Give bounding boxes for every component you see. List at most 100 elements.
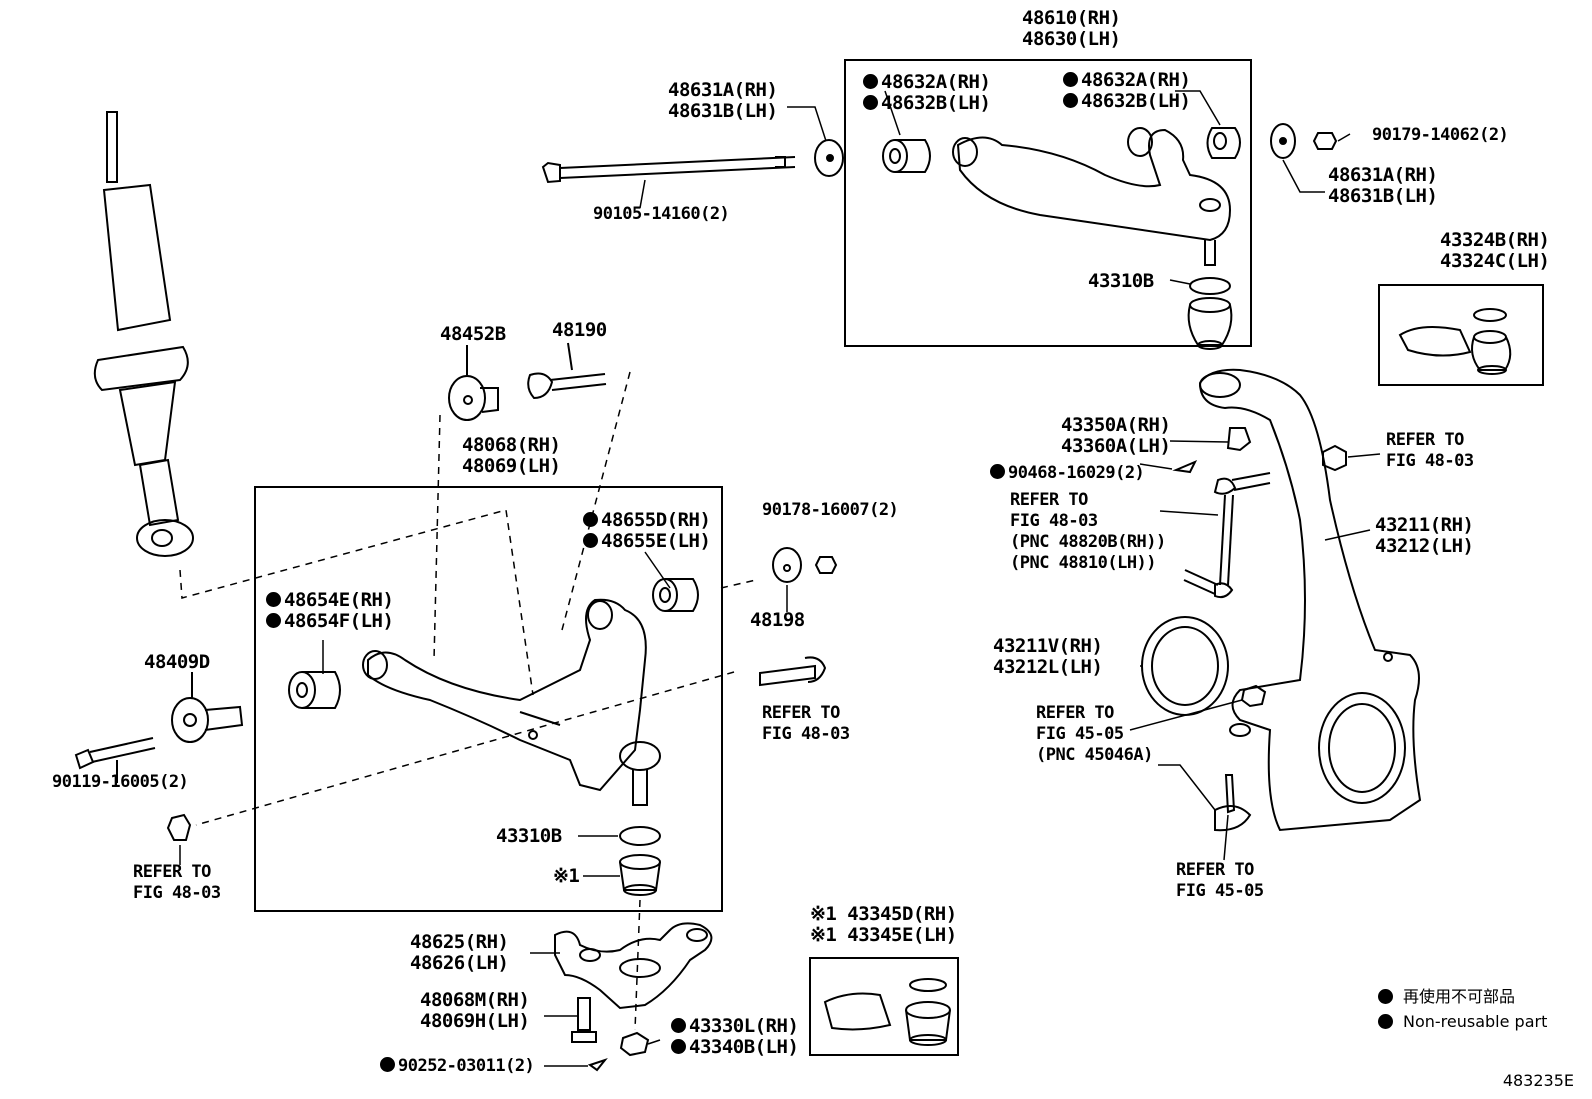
non-reusable-dot-icon: [1378, 1014, 1393, 1029]
label-cam-48452b: 48452B: [440, 323, 506, 345]
leader-lines-knuckle: [1129, 440, 1381, 861]
label-nut-90179: 90179-14062(2): [1372, 125, 1509, 145]
cam-washer-right: [1270, 123, 1296, 159]
upper-control-arm: [952, 127, 1232, 266]
label-refer-tie: REFER TO FIG 45-05: [1176, 860, 1264, 901]
non-reusable-dot-icon: [1063, 93, 1078, 108]
label-bush-48632-left: 48632A(RH) 48632B(LH): [863, 72, 991, 114]
label-bush-48632-right: 48632A(RH) 48632B(LH): [1063, 70, 1191, 112]
label-boot-kit-upper: 43324B(RH) 43324C(LH): [1440, 229, 1550, 272]
non-reusable-dot-icon: [1063, 72, 1078, 87]
bolt-90119: [74, 737, 156, 783]
snap-ring-upper: [1189, 277, 1231, 295]
upper-boot-kit-contents: [1398, 308, 1512, 375]
lower-bushing-left: [288, 671, 341, 709]
hub-nut: [1240, 684, 1267, 708]
label-cam-48409d: 48409D: [144, 651, 210, 673]
pin-90468: [1172, 460, 1198, 474]
upper-arm-group-box: [844, 59, 1252, 347]
non-reusable-dot-icon: [266, 613, 281, 628]
figure-code: 483235E: [1502, 1071, 1574, 1090]
oil-seal: [1141, 616, 1229, 716]
ball-joint-boot-upper: [1187, 297, 1233, 350]
castle-nut: [619, 1031, 650, 1057]
lower-arm-cap: [554, 922, 713, 1010]
dashed-assembly-lines: [179, 371, 757, 826]
cam-48409d: [171, 672, 244, 743]
bolt-48190: [466, 342, 607, 400]
label-upper-arm: 48610(RH) 48630(LH): [1022, 7, 1121, 50]
upper-boot-kit-box: [1378, 284, 1544, 386]
steering-knuckle: [1198, 368, 1422, 832]
label-ring-upper: 43310B: [1088, 270, 1154, 292]
label-cam-48631-top: 48631A(RH) 48631B(LH): [668, 79, 778, 122]
legend-row-jp: 再使用不可部品: [1378, 984, 1547, 1009]
lower-boot-kit-box: [809, 957, 959, 1056]
non-reusable-dot-icon: [671, 1018, 686, 1033]
non-reusable-dot-icon: [990, 464, 1005, 479]
shock-absorber: [93, 111, 194, 557]
lower-boot-kit-contents: [823, 978, 951, 1046]
label-boot-kit-lower: ※1 43345D(RH) ※1 43345E(LH): [810, 903, 957, 946]
label-seal: 43211V(RH) 43212L(LH): [993, 635, 1103, 678]
label-refer-mid: REFER TO FIG 48-03: [762, 703, 850, 744]
label-washer-48198: 48198: [750, 609, 805, 631]
non-reusable-dot-icon: [583, 512, 598, 527]
upper-bushing-right: [1206, 127, 1241, 159]
nut-90179: [1312, 132, 1338, 150]
upper-bushing-left: [882, 139, 931, 173]
label-bolt-48190: 48190: [552, 319, 607, 341]
label-pin-90468: 90468-16029(2): [990, 463, 1145, 484]
label-nut-43330l: 43330L(RH) 43340B(LH): [671, 1016, 799, 1058]
label-bolt-90119: 90119-16005(2): [52, 772, 189, 792]
non-reusable-dot-icon: [266, 592, 281, 607]
non-reusable-dot-icon: [583, 533, 598, 548]
dashed-cap-line: [634, 899, 641, 1031]
non-reusable-dot-icon: [863, 95, 878, 110]
non-reusable-dot-icon: [863, 74, 878, 89]
label-refer-stab: REFER TO FIG 48-03 (PNC 48820B(RH)) (PNC…: [1010, 490, 1166, 573]
cam-washer-upper-left: [814, 139, 844, 177]
legend-row-en: Non-reusable part: [1378, 1009, 1547, 1034]
cotter-pin: [587, 1057, 608, 1072]
stabilizer-link: [1183, 472, 1271, 599]
label-boot-marker: ※1: [553, 865, 580, 887]
label-refer-top-right: REFER TO FIG 48-03: [1386, 430, 1474, 471]
label-bolt-48068m: 48068M(RH) 48069H(LH): [420, 989, 530, 1032]
label-cap-48625: 48625(RH) 48626(LH): [410, 931, 509, 974]
non-reusable-dot-icon: [671, 1039, 686, 1054]
leader-lines-upper: [639, 90, 1351, 285]
leader-lines-lower: [322, 551, 788, 1067]
label-bush-48654: 48654E(RH) 48654F(LH): [266, 590, 394, 632]
washer-48198: [772, 547, 802, 583]
lower-control-arm: [362, 598, 647, 792]
label-cam-48631-right: 48631A(RH) 48631B(LH): [1328, 164, 1438, 207]
bolt-middle: [759, 656, 827, 687]
tie-rod-end: [1214, 774, 1252, 832]
label-stopper: 43350A(RH) 43360A(LH): [1061, 414, 1171, 457]
non-reusable-dot-icon: [380, 1057, 395, 1072]
label-bolt-90105: 90105-14160(2): [593, 204, 730, 224]
label-refer-left: REFER TO FIG 48-03: [133, 862, 221, 903]
long-bolt: [541, 156, 796, 184]
label-knuckle: 43211(RH) 43212(LH): [1375, 514, 1474, 557]
label-pin-90252: 90252-03011(2): [380, 1056, 535, 1077]
snap-ring-lower: [619, 826, 661, 846]
cam-48452b: [448, 375, 499, 421]
non-reusable-dot-icon: [1378, 989, 1393, 1004]
nut-90178: [814, 556, 838, 574]
dust-boot-lower: [619, 854, 661, 896]
label-ring-lower: 43310B: [496, 825, 562, 847]
label-refer-45: REFER TO FIG 45-05 (PNC 45046A): [1036, 703, 1153, 765]
label-lower-arm: 48068(RH) 48069(LH): [462, 434, 561, 477]
lower-bushing-right: [652, 578, 699, 612]
label-bush-48655: 48655D(RH) 48655E(LH): [583, 510, 711, 552]
label-nut-90178: 90178-16007(2): [762, 500, 899, 520]
knuckle-nut: [1322, 444, 1347, 472]
legend: 再使用不可部品 Non-reusable part: [1378, 984, 1547, 1034]
nut-left-refer: [166, 813, 192, 841]
bump-stopper: [1226, 427, 1252, 452]
bolt-48068m: [571, 997, 597, 1043]
lower-ball-joint: [619, 741, 661, 806]
